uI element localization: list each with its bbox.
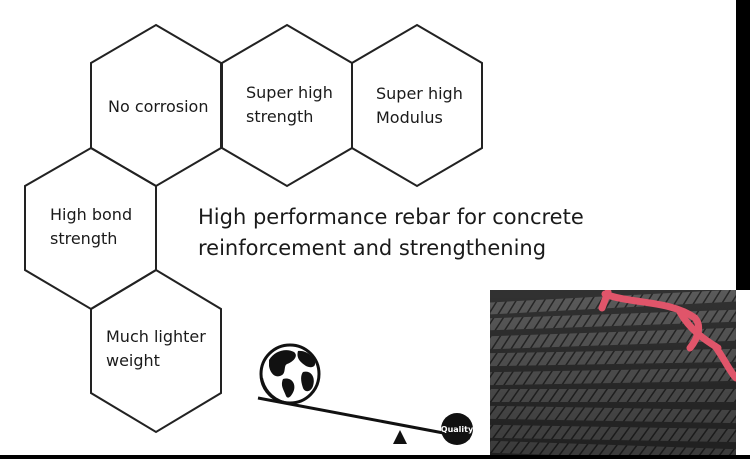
right-edge-bar (736, 0, 750, 290)
seesaw-plank (257, 396, 471, 440)
headline: High performance rebar for concrete rein… (198, 205, 584, 260)
hexagon-label-no-corrosion: No corrosion (108, 97, 209, 116)
quality-weight-label: Quality (441, 425, 474, 434)
red-tag-straps (598, 290, 736, 382)
hexagon-label-much-lighter-weight: Much lighter weight (106, 327, 206, 370)
hexagon-label-super-high-modulus: Super high Modulus (376, 84, 463, 127)
fulcrum-triangle (393, 430, 407, 444)
rebar-photo (490, 290, 736, 455)
hexagon-super-high-modulus (351, 23, 483, 188)
hexagon-label-super-high-strength: Super high strength (246, 83, 333, 126)
quality-weight: Quality (441, 413, 474, 445)
seesaw-illustration: Quality (257, 343, 474, 445)
hexagon-much-lighter-weight (90, 268, 222, 434)
bottom-edge-bar (0, 455, 750, 459)
globe-icon (259, 343, 321, 405)
hexagon-label-high-bond-strength: High bond strength (50, 205, 133, 248)
